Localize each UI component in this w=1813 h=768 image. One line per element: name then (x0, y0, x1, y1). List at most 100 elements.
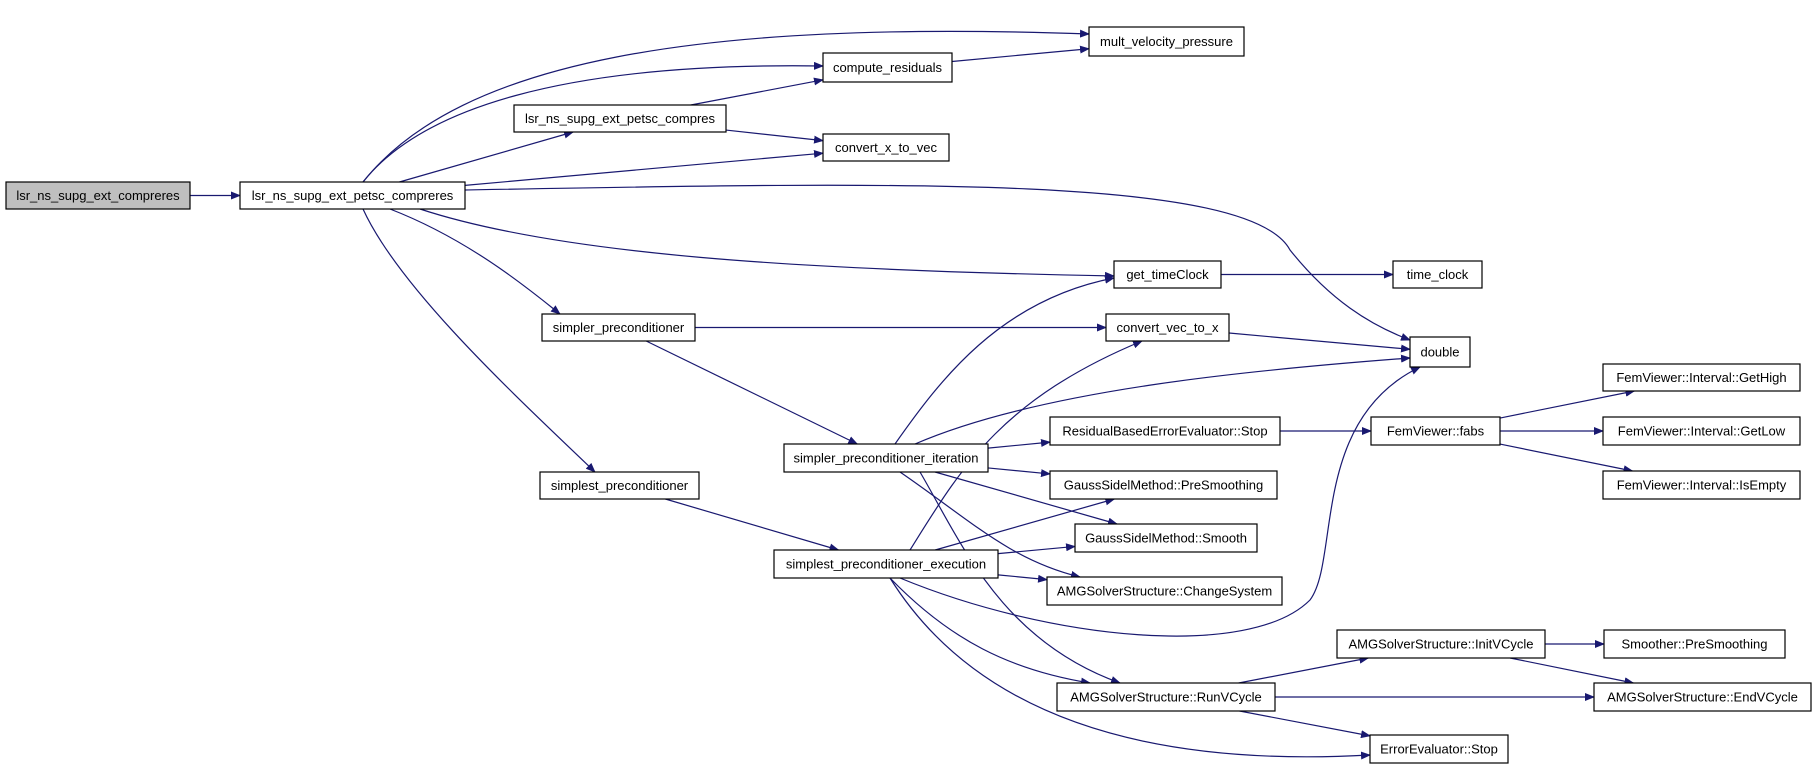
node-label: get_timeClock (1126, 267, 1209, 282)
edge-n2-to-n5 (399, 130, 575, 183)
graph-node-n10[interactable]: simpler_preconditioner (541, 313, 696, 342)
node-label: convert_x_to_vec (835, 140, 937, 155)
graph-node-n13[interactable]: simplest_preconditioner (539, 471, 700, 500)
graph-node-n21[interactable]: GaussSidelMethod::Smooth (1074, 523, 1258, 553)
edges-layer (190, 29, 1636, 760)
edge-n25-to-n27 (1239, 710, 1371, 739)
graph-node-n5[interactable]: lsr_ns_supg_ext_petsc_compres (513, 104, 727, 133)
graph-node-n18[interactable]: FemViewer::Interval::GetLow (1602, 416, 1801, 446)
node-box (1602, 363, 1801, 392)
node-box (1392, 260, 1483, 289)
node-box (1409, 336, 1471, 368)
graph-node-n2[interactable]: lsr_ns_supg_ext_petsc_compreres (239, 181, 466, 210)
graph-node-n19[interactable]: FemViewer::Interval::IsEmpty (1602, 470, 1801, 500)
node-label: time_clock (1407, 267, 1469, 282)
edge-n2-to-n3 (362, 61, 824, 183)
node-box (1369, 734, 1509, 764)
node-box (1602, 470, 1801, 500)
graph-node-n27[interactable]: ErrorEvaluator::Stop (1369, 734, 1509, 764)
graph-node-n4[interactable]: mult_velocity_pressure (1088, 26, 1245, 57)
node-box (1113, 260, 1222, 289)
graph-node-n11[interactable]: convert_vec_to_x (1105, 313, 1230, 342)
graph-node-n3[interactable]: compute_residuals (822, 52, 953, 83)
node-box (783, 443, 989, 473)
node-box (1336, 629, 1546, 659)
graph-node-n23[interactable]: AMGSolverStructure::InitVCycle (1336, 629, 1546, 659)
edge-n2-to-n6 (464, 149, 824, 186)
graph-node-n6[interactable]: convert_x_to_vec (822, 133, 950, 162)
edge-n14-to-n22 (997, 574, 1048, 583)
node-box (513, 104, 727, 133)
node-label: simplest_preconditioner_execution (786, 557, 986, 572)
edge-n12-to-n25 (919, 471, 1121, 684)
node-label: compute_residuals (833, 60, 943, 75)
graph-node-n9[interactable]: time_clock (1392, 260, 1483, 289)
edge-n12-to-n22 (899, 471, 1081, 579)
node-box (1603, 629, 1786, 659)
node-label: Smoother::PreSmoothing (1622, 637, 1768, 652)
edge-n23-to-n26 (1509, 657, 1635, 686)
graph-node-n12[interactable]: simpler_preconditioner_iteration (783, 443, 989, 473)
edge-n12-to-n8 (894, 275, 1115, 445)
edge-n12-to-n15 (987, 439, 1051, 449)
node-box (539, 471, 700, 500)
node-box (1370, 416, 1501, 446)
node-label: convert_vec_to_x (1117, 320, 1219, 335)
node-box (822, 52, 953, 83)
node-label: simpler_preconditioner_iteration (794, 451, 979, 466)
edge-n14-to-n11 (909, 340, 1143, 551)
node-label: AMGSolverStructure::ChangeSystem (1057, 584, 1272, 599)
node-label: lsr_ns_supg_ext_petsc_compreres (252, 188, 454, 203)
edge-n12-to-n21 (934, 471, 1118, 526)
graph-node-n14[interactable]: simplest_preconditioner_execution (773, 549, 999, 579)
node-box (1049, 470, 1278, 500)
node-label: FemViewer::Interval::GetHigh (1616, 370, 1786, 385)
graph-node-n17[interactable]: FemViewer::Interval::GetHigh (1602, 363, 1801, 392)
graph-node-n26[interactable]: AMGSolverStructure::EndVCycle (1593, 682, 1812, 712)
edge-n10-to-n12 (645, 340, 859, 445)
edge-n12-to-n7 (914, 354, 1411, 445)
edge-n16-to-n19 (1499, 443, 1634, 474)
node-label: FemViewer::fabs (1387, 424, 1485, 439)
node-box (1105, 313, 1230, 342)
node-box (822, 133, 950, 162)
graph-node-n7[interactable]: double (1409, 336, 1471, 368)
node-box (541, 313, 696, 342)
edge-n3-to-n4 (951, 45, 1090, 63)
node-label: simpler_preconditioner (553, 320, 685, 335)
edge-n2-to-n10 (389, 208, 561, 315)
node-box (1056, 682, 1276, 712)
node-label: lsr_ns_supg_ext_compreres (16, 188, 180, 203)
graph-node-n22[interactable]: AMGSolverStructure::ChangeSystem (1046, 576, 1283, 606)
graph-node-n16[interactable]: FemViewer::fabs (1370, 416, 1501, 446)
node-box (773, 549, 999, 579)
node-label: ErrorEvaluator::Stop (1380, 742, 1498, 757)
node-label: mult_velocity_pressure (1100, 34, 1233, 49)
node-label: AMGSolverStructure::InitVCycle (1349, 637, 1534, 652)
node-label: ResidualBasedErrorEvaluator::Stop (1062, 424, 1267, 439)
edge-n16-to-n17 (1499, 388, 1636, 419)
edge-n5-to-n6 (725, 129, 824, 144)
node-label: FemViewer::Interval::IsEmpty (1617, 478, 1787, 493)
edge-n14-to-n20 (935, 497, 1116, 551)
edge-n5-to-n3 (690, 77, 824, 106)
edge-n2-to-n8 (419, 208, 1115, 280)
node-label: lsr_ns_supg_ext_petsc_compres (525, 111, 716, 126)
node-label: AMGSolverStructure::EndVCycle (1607, 690, 1798, 705)
node-box (5, 181, 191, 210)
graph-node-n1[interactable]: lsr_ns_supg_ext_compreres (5, 181, 191, 210)
edge-n13-to-n14 (665, 498, 840, 552)
graph-node-n8[interactable]: get_timeClock (1113, 260, 1222, 289)
edge-n25-to-n23 (1238, 655, 1370, 684)
graph-node-n24[interactable]: Smoother::PreSmoothing (1603, 629, 1786, 659)
graph-node-n20[interactable]: GaussSidelMethod::PreSmoothing (1049, 470, 1278, 500)
nodes-layer: lsr_ns_supg_ext_compreres lsr_ns_supg_ext… (5, 26, 1812, 764)
node-box (1593, 682, 1812, 712)
graph-node-n25[interactable]: AMGSolverStructure::RunVCycle (1056, 682, 1276, 712)
node-label: double (1420, 345, 1459, 360)
edge-n14-to-n7 (899, 366, 1421, 637)
node-box (1074, 523, 1258, 553)
graph-node-n15[interactable]: ResidualBasedErrorEvaluator::Stop (1049, 416, 1281, 446)
node-box (239, 181, 466, 210)
node-box (1602, 416, 1801, 446)
